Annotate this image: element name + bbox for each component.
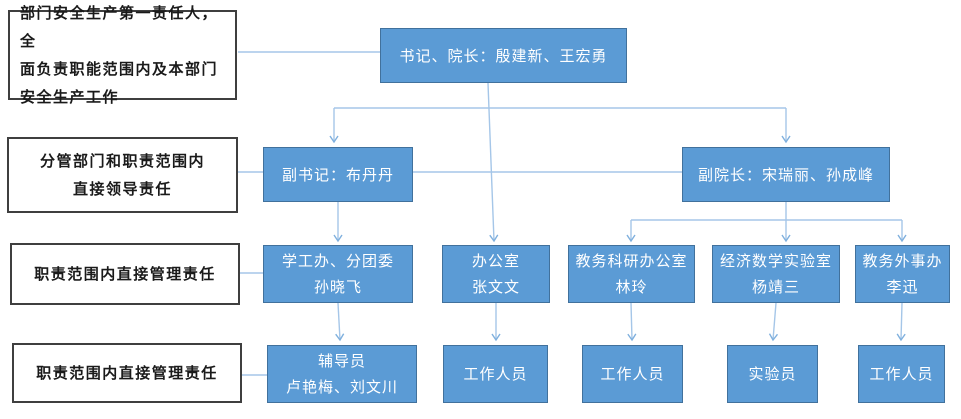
org-box-secretary-dean: 书记、院长：殷建新、王宏勇 [380,28,627,83]
org-box-econ-math-lab: 经济数学实验室 杨靖三 [712,245,840,303]
org-box-academic-foreign-affairs-office-label: 教务外事办 李迅 [862,252,943,296]
org-box-counselors-label: 辅导员 卢艳梅、刘文川 [285,352,398,396]
org-box-lab-technician: 实验员 [727,345,818,403]
note-direct-management-1-label: 职责范围内直接管理责任 [34,265,216,283]
org-box-staff-1-label: 工作人员 [463,365,528,383]
org-box-econ-math-lab-label: 经济数学实验室 杨靖三 [719,252,832,296]
org-box-staff-2: 工作人员 [582,345,683,403]
note-first-responsibility: 部门安全生产第一责任人，全 面负责职能范围内及本部门 安全生产工作 [8,4,237,106]
org-box-academic-foreign-affairs-office: 教务外事办 李迅 [855,245,950,303]
note-direct-management-2: 职责范围内直接管理责任 [12,343,242,403]
org-box-student-affairs-office: 学工办、分团委 孙晓飞 [263,245,413,303]
org-box-student-affairs-office-label: 学工办、分团委 孙晓飞 [281,252,394,296]
org-box-vice-deans: 副院长：宋瑞丽、孙成峰 [682,147,890,202]
org-box-lab-technician-label: 实验员 [748,365,797,383]
org-box-academic-research-office-label: 教务科研办公室 林玲 [575,252,688,296]
org-box-academic-research-office: 教务科研办公室 林玲 [568,245,695,303]
org-box-general-office-label: 办公室 张文文 [471,252,520,296]
org-box-staff-3: 工作人员 [858,345,945,403]
org-box-general-office: 办公室 张文文 [442,245,550,303]
org-box-staff-3-label: 工作人员 [869,365,934,383]
note-direct-leadership: 分管部门和职责范围内 直接领导责任 [7,137,238,213]
note-direct-management-2-label: 职责范围内直接管理责任 [36,364,218,382]
note-direct-leadership-label: 分管部门和职责范围内 直接领导责任 [39,152,205,198]
org-box-vice-deans-label: 副院长：宋瑞丽、孙成峰 [697,165,874,184]
note-direct-management-1: 职责范围内直接管理责任 [10,243,240,305]
org-box-staff-1: 工作人员 [443,345,548,403]
note-first-responsibility-label: 部门安全生产第一责任人，全 面负责职能范围内及本部门 安全生产工作 [20,4,219,106]
org-box-deputy-secretary: 副书记：布丹丹 [263,147,413,202]
org-box-deputy-secretary-label: 副书记：布丹丹 [281,165,394,184]
org-box-counselors: 辅导员 卢艳梅、刘文川 [267,345,417,403]
org-box-secretary-dean-label: 书记、院长：殷建新、王宏勇 [399,46,608,65]
org-box-staff-2-label: 工作人员 [600,365,665,383]
